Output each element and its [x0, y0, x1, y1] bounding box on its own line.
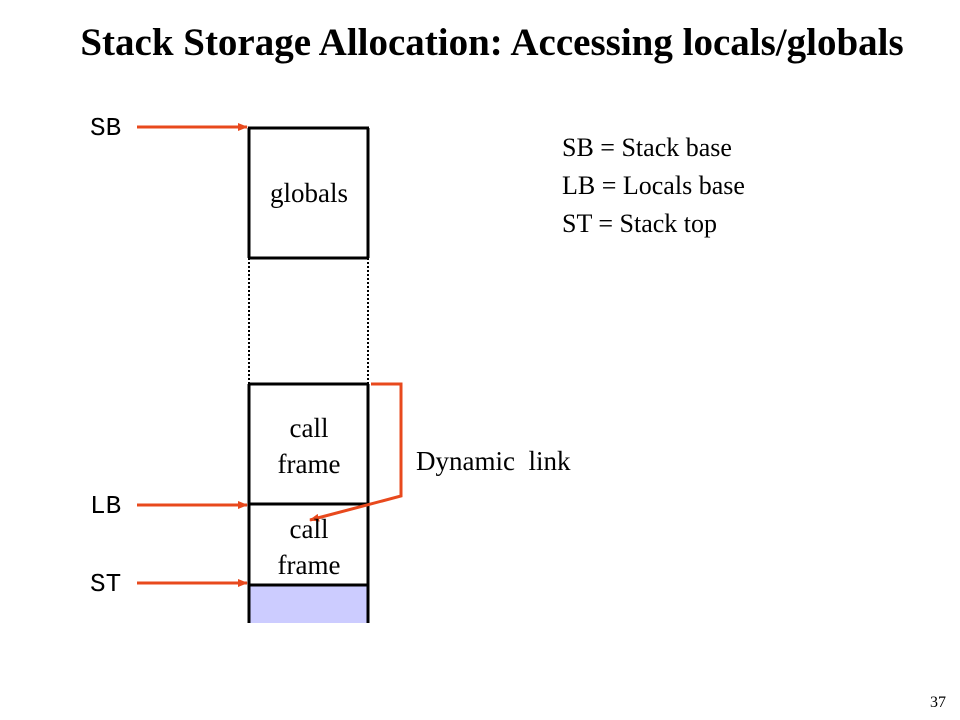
sb-register-label: SB: [90, 113, 122, 143]
register-legend: SB = Stack base LB = Locals base ST = St…: [562, 129, 745, 243]
dynamic-link-label: Dynamic link: [416, 446, 571, 476]
call-frame-2-line1: call: [289, 514, 329, 544]
dynamic-link-arrow: [309, 382, 403, 522]
legend-st: ST = Stack top: [562, 209, 718, 238]
free-space-region: [249, 585, 368, 623]
legend-sb: SB = Stack base: [562, 133, 732, 162]
slide-title: Stack Storage Allocation: Accessing loca…: [80, 21, 904, 64]
lb-register-label: LB: [90, 491, 122, 521]
call-frame-1-line1: call: [289, 413, 329, 443]
call-frame-2-label: call frame: [249, 511, 369, 583]
globals-label: globals: [270, 178, 348, 208]
legend-lb: LB = Locals base: [562, 171, 745, 200]
call-frame-2-line2: frame: [277, 550, 341, 580]
call-frame-1-line2: frame: [277, 449, 341, 479]
page-number: 37: [930, 694, 946, 711]
call-frame-1-label: call frame: [249, 410, 369, 482]
st-register-label: ST: [90, 569, 122, 599]
